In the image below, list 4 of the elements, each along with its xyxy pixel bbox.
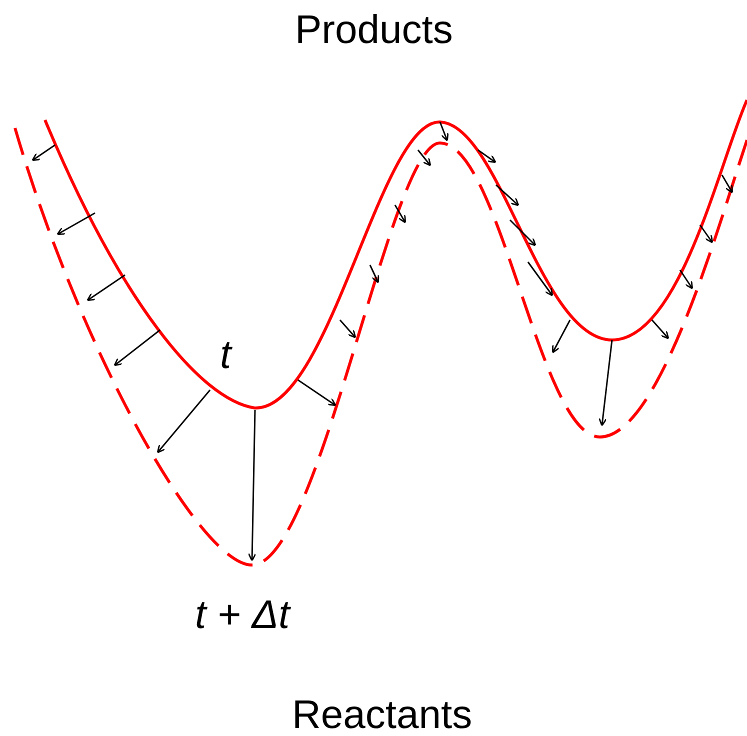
time-label: t + Δt (195, 595, 290, 635)
region-label: Products (295, 10, 453, 50)
time-label: t (220, 335, 232, 375)
region-label: Reactants (292, 695, 472, 735)
